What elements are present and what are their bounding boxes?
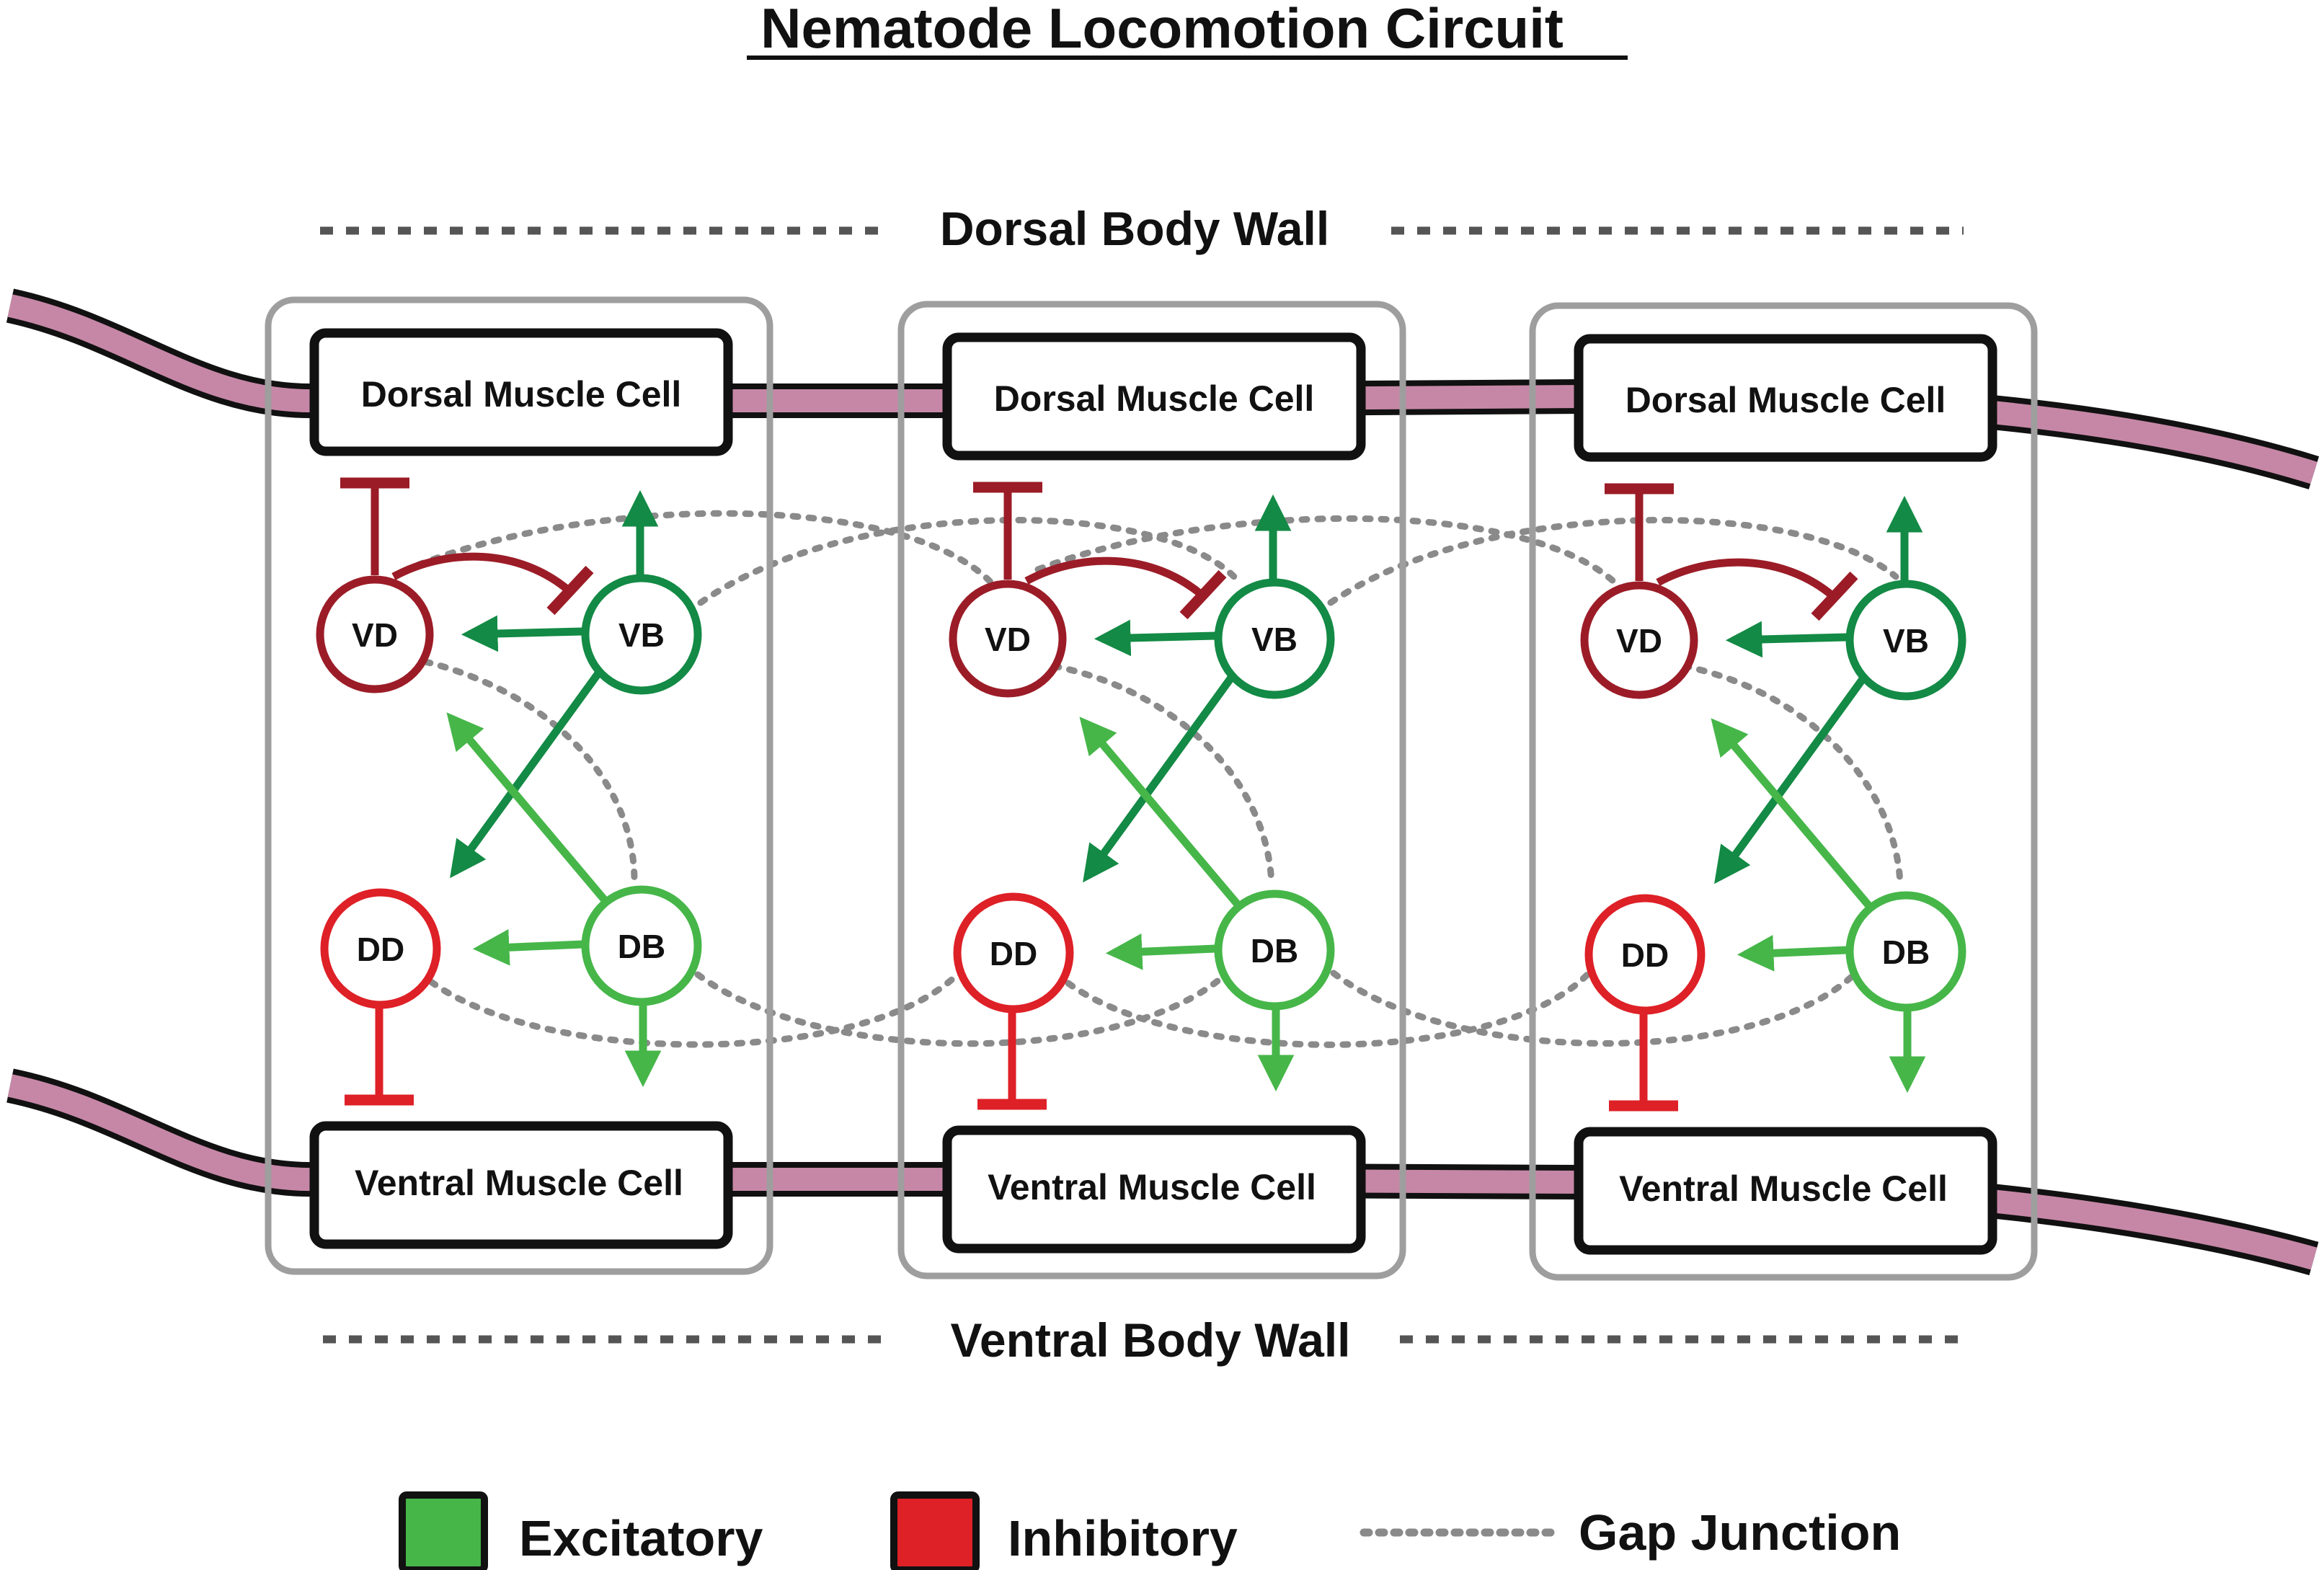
gap-junction-db2-db3: [1330, 970, 1859, 1047]
ventral-muscle-cell-label: Ventral Muscle Cell: [1619, 1168, 1948, 1209]
neuron-vd: VD: [1580, 581, 1698, 699]
db-excite-dd: [1737, 935, 1848, 972]
vb-excite-dd: [1083, 675, 1235, 883]
connections: [340, 477, 662, 1106]
neuron-dd: DD: [320, 888, 441, 1009]
segment-frame: [897, 301, 1406, 1279]
vb-excite-dd: [450, 670, 602, 879]
vb-excite-vd: [1725, 621, 1848, 658]
vb-excite-dd: [1714, 676, 1866, 884]
gap-junction-vd1-vd2: [400, 510, 1007, 602]
gap-junction-dd2-dd3: [1065, 970, 1592, 1048]
legend-inhibitory-swatch: [890, 1491, 980, 1570]
dorsal-muscle-cell-label: Dorsal Muscle Cell: [1626, 380, 1946, 420]
gap-junction-vd1-db1: [422, 658, 638, 884]
neuron-vb-label: VB: [1251, 621, 1298, 658]
segment-2: Dorsal Muscle Cell Ventral Muscle Cell V…: [897, 301, 1406, 1279]
vb-excite-vd: [1094, 619, 1216, 657]
ventral-muscle-cell-label: Ventral Muscle Cell: [988, 1167, 1316, 1207]
legend-gap-junction-label: Gap Junction: [1579, 1504, 1901, 1561]
neuron-vb: VB: [1214, 578, 1335, 699]
segment-3: Dorsal Muscle Cell Ventral Muscle Cell V…: [1529, 302, 2038, 1281]
ventral-muscle-cell: [309, 1121, 733, 1249]
neuron-db-label: DB: [1251, 932, 1298, 970]
gap-junction-vd3-db3: [1680, 662, 1904, 887]
segment-frame: [1529, 302, 2038, 1281]
vd-inhibit-vb-bar: [1811, 571, 1858, 621]
legend-excitatory-label: Excitatory: [519, 1510, 763, 1566]
neuron-vb: VB: [1845, 580, 1966, 701]
dorsal-muscle-cell: [942, 332, 1366, 461]
neuron-vd-label: VD: [1616, 622, 1662, 660]
vb-excite-vd: [461, 615, 583, 652]
ventral-wall-label: Ventral Body Wall: [950, 1313, 1350, 1367]
neuron-vd: VD: [316, 575, 434, 693]
neuron-dd-label: DD: [1621, 936, 1669, 974]
vd-inhibit-vb-bar: [546, 565, 594, 616]
db-excite-dd: [1105, 933, 1216, 970]
gap-junction-dd1-dd2: [427, 970, 962, 1048]
title-group: Nematode Locomotion Circuit: [747, 0, 1628, 60]
neuron-vb-label: VB: [618, 616, 665, 654]
vd-inhibit-vb: [391, 552, 572, 595]
neuron-vd-label: VD: [985, 621, 1031, 658]
neuron-dd-label: DD: [990, 935, 1037, 972]
vd-inhibit-vb-bar: [1179, 569, 1227, 620]
dorsal-wall-label: Dorsal Body Wall: [940, 202, 1329, 255]
neuron-vd-label: VD: [352, 616, 398, 654]
db-excite-vd: [1079, 717, 1242, 908]
vd-inhibit-vb: [1024, 556, 1205, 599]
gap-junction-vd2-db2: [1050, 662, 1275, 889]
ventral-muscle-cell: [942, 1125, 1366, 1254]
segment-frame: [265, 296, 773, 1275]
ventral-muscle-cell-label: Ventral Muscle Cell: [355, 1163, 683, 1203]
neuron-vd: VD: [949, 580, 1067, 698]
dorsal-muscle-cell: [1574, 334, 1997, 462]
connections: [1605, 483, 1926, 1112]
db-excite-vd: [1711, 718, 1873, 910]
dorsal-wall-label-group: Dorsal Body Wall: [320, 202, 1964, 255]
neuron-dd: DD: [953, 892, 1074, 1014]
connections: [973, 482, 1295, 1110]
neuron-db-label: DB: [1882, 933, 1930, 971]
legend-inhibitory-label: Inhibitory: [1008, 1510, 1238, 1566]
dorsal-muscle-cell-label: Dorsal Muscle Cell: [994, 378, 1315, 419]
neuron-db: DB: [1845, 891, 1966, 1012]
neuron-vb-label: VB: [1883, 622, 1929, 660]
neuron-vb: VB: [581, 574, 702, 695]
db-excite-vd: [446, 712, 609, 904]
neuron-dd: DD: [1584, 894, 1706, 1015]
ventral-muscle-cell: [1574, 1127, 1997, 1255]
legend-excitatory-swatch: [399, 1491, 488, 1570]
gap-junction-db1-db2: [694, 970, 1230, 1047]
gap-junction-vb1-vb2: [697, 517, 1238, 606]
gap-junction-vd2-vd3: [1034, 515, 1633, 602]
db-excite-dd: [472, 929, 583, 966]
neuron-db-label: DB: [618, 928, 665, 965]
legend: Excitatory Inhibitory Gap Junction: [399, 1491, 1901, 1570]
vd-inhibit-vb: [1656, 558, 1837, 600]
neuron-dd-label: DD: [357, 931, 404, 968]
dorsal-muscle-cell: [309, 328, 733, 456]
dorsal-muscle-cell-label: Dorsal Muscle Cell: [361, 374, 682, 414]
diagram-title: Nematode Locomotion Circuit: [760, 0, 1564, 60]
neuron-db: DB: [1214, 890, 1335, 1011]
neuron-db: DB: [581, 885, 702, 1006]
ventral-wall-label-group: Ventral Body Wall: [323, 1313, 1968, 1367]
segment-1: Dorsal Muscle Cell Ventral Muscle Cell V…: [265, 296, 773, 1275]
